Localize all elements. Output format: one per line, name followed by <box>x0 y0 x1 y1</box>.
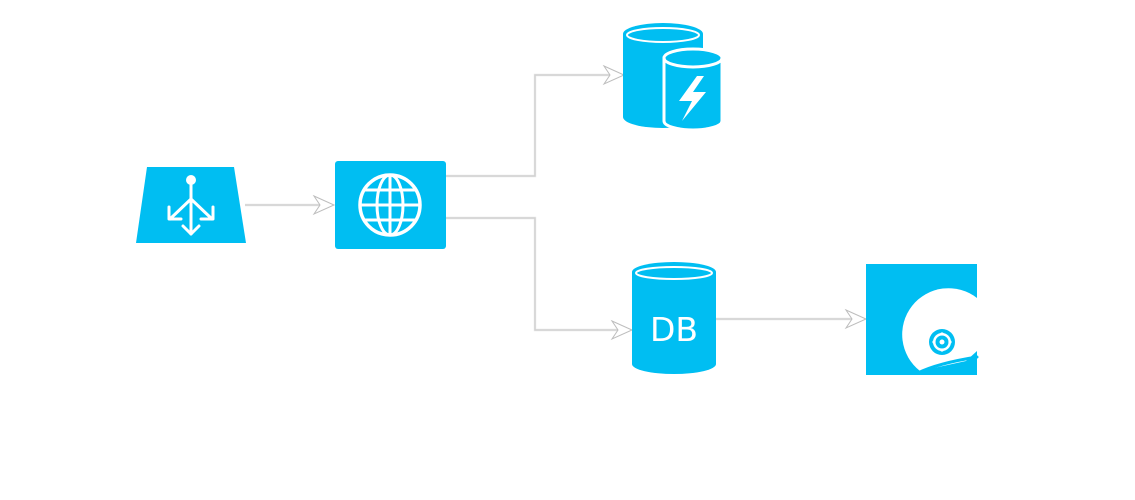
web-server-node[interactable] <box>335 161 446 249</box>
globe-icon <box>335 161 446 249</box>
storage-node[interactable] <box>866 264 979 375</box>
cache-database-icon <box>623 23 724 132</box>
arrowhead-icon <box>602 64 626 86</box>
load-balancer-icon <box>136 167 246 243</box>
connector-web-server-to-cache <box>446 64 626 178</box>
connector-web-server-to-database <box>446 216 634 341</box>
database-node[interactable]: DB <box>632 262 716 374</box>
connector-load-balancer-to-web-server <box>245 194 336 216</box>
connector-database-to-storage <box>716 308 868 330</box>
arrowhead-icon <box>610 319 634 341</box>
arrowhead-icon <box>312 194 336 216</box>
database-icon <box>632 262 716 374</box>
database-label: DB <box>650 310 698 349</box>
arrowhead-icon <box>844 308 868 330</box>
load-balancer-node[interactable] <box>136 167 246 243</box>
cache-node[interactable] <box>623 23 724 132</box>
hard-disk-storage-icon <box>866 264 979 375</box>
